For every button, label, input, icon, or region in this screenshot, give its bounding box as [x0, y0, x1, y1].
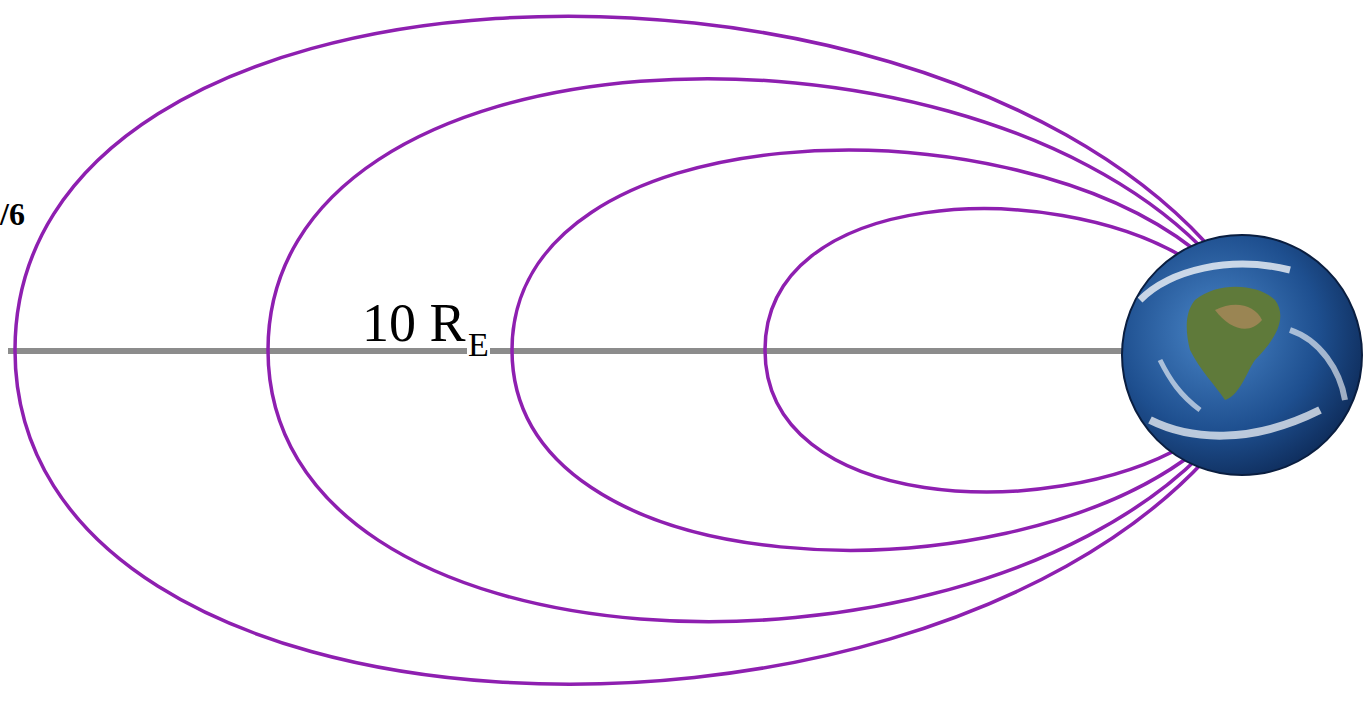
distance-label: 10 R [362, 296, 466, 350]
cut-off-label: /6 [0, 198, 25, 230]
field-line [15, 16, 1205, 684]
subscript-label: E [467, 328, 490, 362]
field-line [268, 79, 1200, 622]
earth [1122, 235, 1362, 475]
field-lines [15, 16, 1205, 684]
distance-line [8, 348, 1235, 354]
field-line [512, 150, 1195, 550]
